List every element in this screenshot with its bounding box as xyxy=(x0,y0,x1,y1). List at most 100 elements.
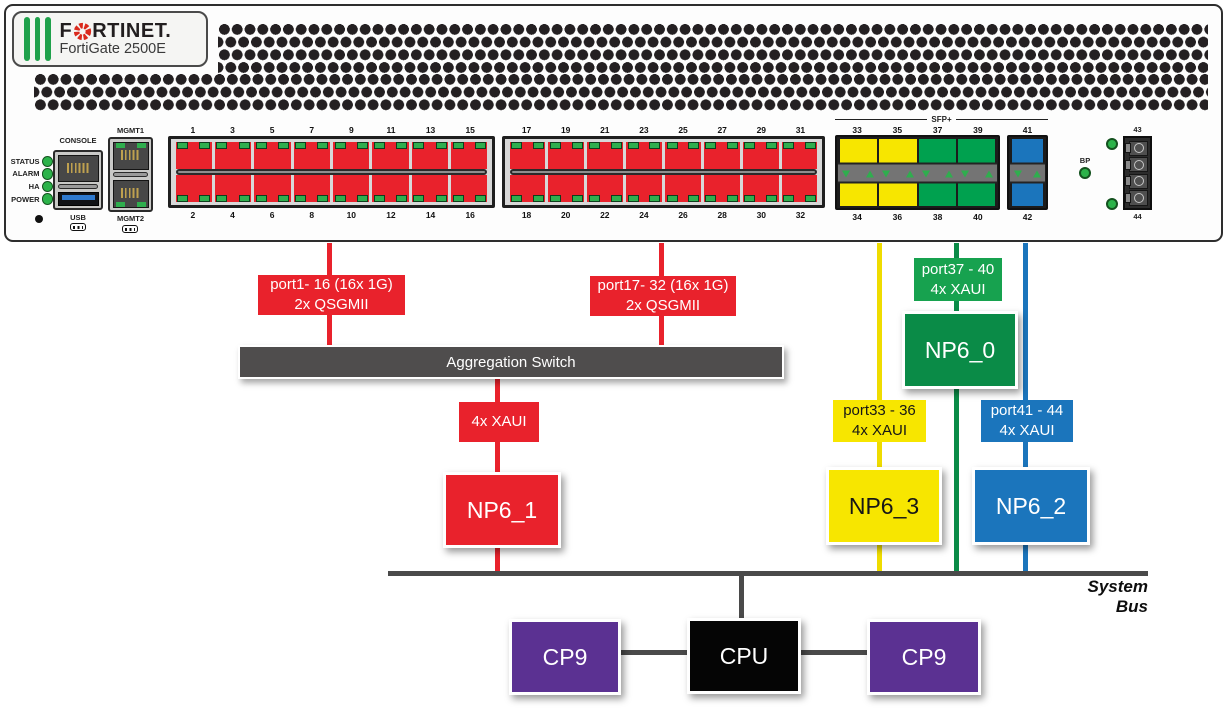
sfp-port xyxy=(957,139,995,165)
sfp-port xyxy=(840,139,878,165)
port-number: 26 xyxy=(678,210,688,220)
sfp-row-bottom xyxy=(1011,180,1044,206)
sfp-cage xyxy=(1010,162,1045,183)
rj45-port xyxy=(175,142,212,169)
console-usb-housing xyxy=(53,150,103,210)
port-number: 38 xyxy=(932,212,943,222)
rj45-port xyxy=(703,142,740,169)
port-number: 2 xyxy=(190,210,196,220)
lc-connector xyxy=(1129,173,1148,189)
port43-label: 43 xyxy=(1133,125,1142,134)
cp9-left-chip: CP9 xyxy=(509,619,621,695)
port43-led xyxy=(1106,138,1118,150)
cp9-right-chip: CP9 xyxy=(867,619,981,695)
sfp-row-top xyxy=(1011,139,1044,165)
sfp-port-group-2 xyxy=(1007,135,1048,210)
port-number: 10 xyxy=(346,210,357,220)
sfp-row-top xyxy=(839,139,996,165)
label-line: 4x XAUI xyxy=(851,422,908,439)
sfp-row-bottom xyxy=(839,180,996,206)
port-number: 7 xyxy=(309,125,315,135)
sfp-port xyxy=(1012,180,1043,206)
divider-bar xyxy=(58,184,98,189)
rj45-port xyxy=(451,142,488,169)
port-number: 4 xyxy=(230,210,235,220)
port-number: 39 xyxy=(973,125,983,135)
port-number: 6 xyxy=(269,210,275,220)
usb-port xyxy=(57,191,99,206)
rj45-port xyxy=(626,142,662,169)
divider-bar xyxy=(176,169,487,175)
rj45-port xyxy=(742,175,779,202)
np6-1-chip: NP6_1 xyxy=(443,472,561,548)
fortinet-bars-icon xyxy=(24,17,51,61)
reset-pinhole xyxy=(35,215,43,223)
rj45-port xyxy=(411,142,449,169)
port-number: 24 xyxy=(639,210,649,220)
label-line: 4x XAUI xyxy=(471,413,527,431)
vent-grid-top xyxy=(218,23,1208,73)
sfp-cage-latch xyxy=(878,164,918,181)
vent-grid-bottom xyxy=(34,73,1208,111)
port-number: 28 xyxy=(717,210,727,220)
link-line-cp9l-cpu xyxy=(615,650,687,655)
rj45-port xyxy=(665,142,701,169)
sfp-cage-latch xyxy=(918,164,958,181)
label-ports41-44: port41 - 44 4x XAUI xyxy=(981,400,1073,442)
rj45-row-bottom xyxy=(174,175,489,202)
brand-block: F RTINET. FortiGate 2500E xyxy=(60,21,172,57)
port44-led xyxy=(1106,198,1118,210)
rj45-port xyxy=(451,175,488,202)
rj45-port xyxy=(548,142,585,169)
rj45-port xyxy=(626,175,662,202)
link-line-bus-cpu xyxy=(739,576,744,619)
label-4x-xaui: 4x XAUI xyxy=(459,402,539,442)
usb-label: USB xyxy=(70,213,86,222)
sfp-cage xyxy=(838,162,997,183)
port-number: 41 xyxy=(1022,125,1033,135)
port-number: 31 xyxy=(795,125,806,135)
lc-connector xyxy=(1129,157,1148,173)
sfp-port xyxy=(1012,139,1043,165)
port-number: 29 xyxy=(756,125,767,135)
lc-connector xyxy=(1129,190,1148,206)
divider-bar xyxy=(113,172,148,177)
label-ports37-40: port37 - 40 4x XAUI xyxy=(914,258,1002,301)
sfp-port xyxy=(957,180,995,206)
sfp-numbers-bottom-2: 42 xyxy=(1007,212,1048,222)
mgmt2-label: MGMT2 xyxy=(116,214,145,223)
sfp-port xyxy=(918,180,956,206)
sfp-port xyxy=(918,139,956,165)
rj45-port-group-2 xyxy=(502,136,825,208)
usb-connector-icon xyxy=(70,223,86,231)
mgmt-port-block xyxy=(108,137,153,212)
bp-label: BP xyxy=(1079,156,1091,165)
port-number: 25 xyxy=(678,125,688,135)
rj45-port xyxy=(587,175,624,202)
console-port xyxy=(57,154,99,182)
port-number: 14 xyxy=(425,210,436,220)
sfp-port xyxy=(840,180,878,206)
brand-text: F RTINET. xyxy=(60,21,172,42)
console-label: CONSOLE xyxy=(59,136,97,145)
port-number: 11 xyxy=(386,125,396,135)
sfp-section-rule: SFP+ xyxy=(835,115,1048,124)
status-led-row: STATUS xyxy=(11,155,53,168)
aggregation-switch: Aggregation Switch xyxy=(238,345,784,379)
mgmt-connector-icon xyxy=(122,225,138,233)
rj45-port xyxy=(548,175,585,202)
port-number: 35 xyxy=(892,125,903,135)
rj45-port xyxy=(214,175,252,202)
label-ports17-32: port17- 32 (16x 1G) 2x QSGMII xyxy=(590,276,736,316)
rj45-port xyxy=(781,142,818,169)
port-number: 1 xyxy=(190,125,196,135)
rj45-port xyxy=(254,142,291,169)
rj45-port xyxy=(703,175,740,202)
lc-port-block xyxy=(1123,136,1152,210)
